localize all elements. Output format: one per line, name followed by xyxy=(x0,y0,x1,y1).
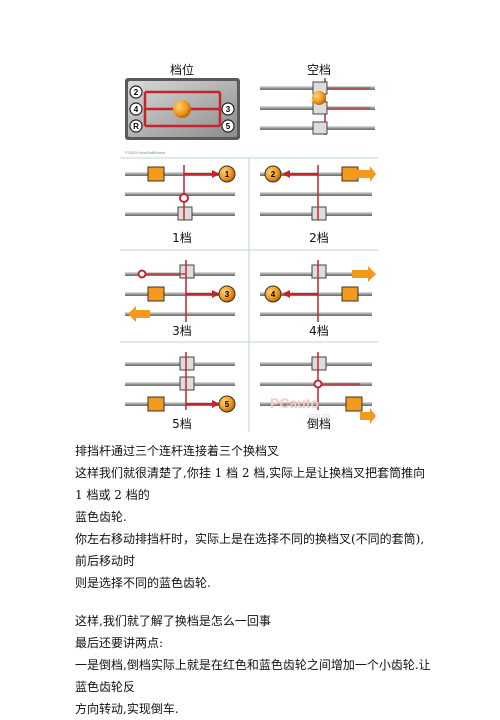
pattern-label-2: 2 xyxy=(134,88,139,97)
gear-shift-diagram: 档位 空档 2 4 R 3 5 xyxy=(120,62,378,432)
paragraph-line: 这样,我们就了解了换档是怎么一回事 xyxy=(75,614,271,628)
reverse-gear-diagram: PCauto .com.cn 倒档 xyxy=(260,352,376,431)
paragraph-line: 这样我们就很清楚了,你挂 1 档 2 档,实际上是让换档叉把套筒推向 1 档或 … xyxy=(75,466,426,502)
pattern-label-5: 5 xyxy=(226,122,231,131)
second-gear-label: 2档 xyxy=(309,231,329,245)
paragraph-line: 最后还要讲两点: xyxy=(75,636,164,650)
circle-label-4: 4 xyxy=(271,290,276,299)
neutral-diagram xyxy=(260,78,375,135)
circle-label-3: 3 xyxy=(225,290,230,299)
circle-5-icon xyxy=(218,395,236,413)
fifth-gear-label: 5档 xyxy=(172,417,192,431)
fourth-gear-label: 4档 xyxy=(309,324,329,338)
watermark-domain-text: .com.cn xyxy=(305,413,330,420)
shift-pattern-plate: 2 4 R 3 5 xyxy=(125,78,240,140)
circle-3-icon xyxy=(218,285,236,303)
pattern-label-3: 3 xyxy=(226,105,231,114)
circle-label-5: 5 xyxy=(225,400,230,409)
circle-2-icon xyxy=(264,165,282,183)
paragraph-line: 蓝色齿轮. xyxy=(75,510,127,524)
pattern-label-4: 4 xyxy=(134,105,139,114)
circle-1-icon xyxy=(218,165,236,183)
copyright-text: ©2003 HowStuffWorks xyxy=(125,150,165,155)
watermark-text: PCauto xyxy=(270,395,319,411)
fifth-gear-diagram: 5 5档 xyxy=(125,352,236,431)
circle-label-2: 2 xyxy=(271,170,276,179)
grid-lines xyxy=(120,157,378,432)
neutral-label: 空档 xyxy=(307,63,331,77)
body-text: 排挡杆通过三个连杆连接着三个换档叉 这样我们就很清楚了,你挂 1 档 2 档,实… xyxy=(75,440,435,720)
first-gear-label: 1档 xyxy=(172,231,192,245)
first-gear-diagram: 1 1档 xyxy=(125,165,236,245)
third-gear-diagram: 3 3档 xyxy=(125,260,236,338)
third-gear-label: 3档 xyxy=(172,324,192,338)
paragraph-line: 排挡杆通过三个连杆连接着三个换档叉 xyxy=(75,444,280,458)
pattern-label-r: R xyxy=(133,122,139,131)
paragraph-gap xyxy=(75,594,435,610)
paragraph-line: 你左右移动排挡杆时，实际上是在选择不同的换档叉(不同的套筒),前后移动时 xyxy=(75,532,425,568)
fourth-gear-diagram: 4 4档 xyxy=(260,260,376,338)
circle-label-1: 1 xyxy=(225,170,230,179)
circle-4-icon xyxy=(264,285,282,303)
neutral-knob-icon xyxy=(312,91,326,105)
gear-position-label: 档位 xyxy=(170,62,194,77)
paragraph-line: 一是倒档,倒档实际上就是在红色和蓝色齿轮之间增加一个小齿轮.让蓝色齿轮反 xyxy=(75,658,431,694)
reverse-gear-label: 倒档 xyxy=(307,417,331,431)
paragraph-line: 则是选择不同的蓝色齿轮. xyxy=(75,576,211,590)
second-gear-diagram: 2 2档 xyxy=(260,165,376,245)
paragraph-line: 方向转动,实现倒车. xyxy=(75,702,179,716)
shift-knob-icon xyxy=(173,100,191,118)
